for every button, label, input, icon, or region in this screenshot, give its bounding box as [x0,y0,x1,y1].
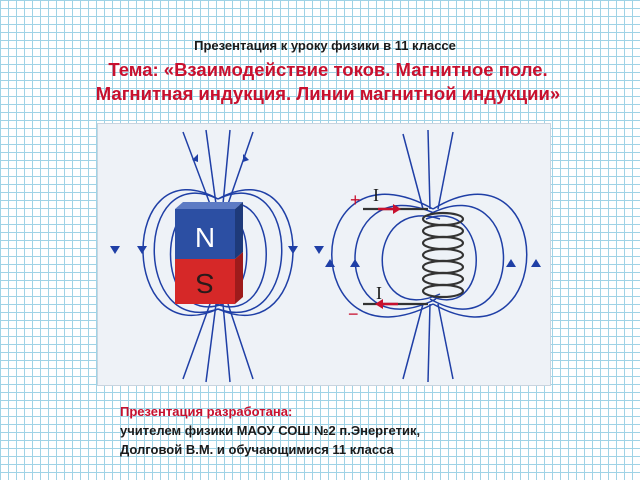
field-line [427,303,431,383]
current-arrow-bottom-head [375,299,383,309]
field-line [227,303,254,380]
field-arrow [110,246,120,254]
field-arrow [325,259,335,267]
field-line [153,192,219,313]
coil-turn [421,283,465,299]
field-line [205,303,217,383]
field-line [427,129,431,210]
field-line [437,131,454,210]
magnet-field-arrows [110,154,324,254]
magnet-south-pole [175,259,235,304]
field-line [437,303,454,380]
field-line [182,131,211,205]
coil-turn [421,235,465,251]
coil-current-label-top: I [373,185,379,205]
field-line [227,131,254,205]
field-line [222,303,231,383]
field-line [205,129,217,205]
field-line [331,193,434,318]
coil-turn [421,247,465,263]
coil-turn [421,223,465,239]
field-line [381,215,441,301]
coil-minus-sign: − [348,304,359,324]
field-line [425,215,477,301]
field-line [402,303,424,380]
credits-line-1: учителем физики МАОУ СОШ №2 п.Энергетик, [120,423,421,438]
credits-heading: Презентация разработана: [120,404,293,419]
coil-plus-sign: + [350,190,361,210]
credits-line-2: Долговой В.М. и обучающимися 11 класса [120,442,394,457]
current-arrow-top-head [393,204,401,214]
magnet-south-label: S [196,268,215,299]
field-arrow [350,259,360,267]
coil-turn [421,271,465,287]
field-line [217,192,283,313]
field-arrow [288,246,298,254]
field-line [402,133,424,210]
field-arrow [137,246,147,254]
field-line [182,303,211,380]
bar-magnet: N S [175,202,243,304]
magnetic-field-figure: N S [97,123,551,386]
field-line [432,193,528,318]
magnet-north-label: N [195,222,215,253]
magnet-north-pole [175,209,235,259]
presentation-title: Тема: «Взаимодействие токов. Магнитное п… [0,58,640,106]
field-line [429,205,505,310]
field-arrow [531,259,541,267]
magnet-top-face [175,202,243,209]
title-line-2: Магнитная индукция. Линии магнитной инду… [95,83,561,104]
coil-current-label-bottom: I [376,283,382,303]
coil-turn [421,259,465,275]
field-line [222,129,231,205]
coil-field-lines [331,129,528,383]
presentation-subtitle: Презентация к уроку физики в 11 классе [194,38,456,53]
current-arrows: + − I I [348,185,401,324]
field-line [354,205,437,310]
field-arrow [314,246,324,254]
magnet-south-side [235,252,243,304]
magnet-north-side [235,202,243,259]
field-arrow [192,154,198,162]
title-line-1: Тема: «Взаимодействие токов. Магнитное п… [108,59,548,80]
coil-field-arrows [325,259,541,267]
field-arrow [243,154,249,162]
field-arrow [506,259,516,267]
field-lines-illustration: N S [110,129,541,383]
credits: Презентация разработана: учителем физики… [120,402,600,459]
